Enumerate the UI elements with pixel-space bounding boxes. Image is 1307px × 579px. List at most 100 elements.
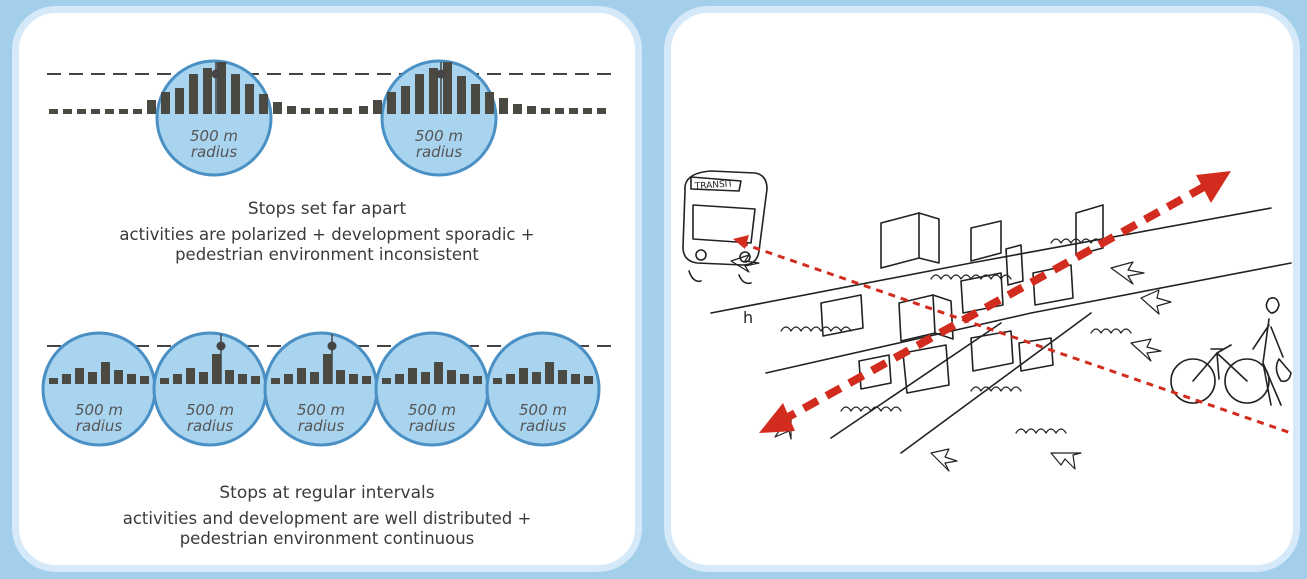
- density-bar: [173, 374, 182, 384]
- radius-label: 500 m: [415, 127, 463, 145]
- density-bar: [408, 368, 417, 384]
- density-bar: [473, 376, 482, 384]
- radius-label: 500 m: [519, 401, 567, 419]
- bottom-caption: Stops at regular intervals activities an…: [19, 483, 635, 549]
- density-bar: [359, 106, 368, 114]
- density-bar: [273, 102, 282, 114]
- density-bar: [362, 376, 371, 384]
- density-bar: [597, 108, 606, 114]
- density-bar: [147, 100, 156, 114]
- top-caption-line1: activities are polarized + development s…: [119, 225, 535, 244]
- arrowhead-upper-right: [1196, 171, 1231, 203]
- density-bar: [387, 92, 396, 114]
- density-bar: [101, 362, 110, 384]
- density-bar: [485, 92, 494, 114]
- density-bar: [569, 108, 578, 114]
- density-bar: [212, 354, 221, 384]
- density-bar: [49, 378, 58, 384]
- density-bar: [133, 109, 142, 114]
- density-bar: [415, 74, 424, 114]
- stop-marker: [216, 341, 226, 351]
- flow-arrow-sketches: [730, 254, 1172, 472]
- density-bar: [189, 74, 198, 114]
- density-bar: [259, 94, 268, 114]
- density-bar: [558, 370, 567, 384]
- density-bar: [225, 370, 234, 384]
- density-bar: [471, 84, 480, 114]
- density-bar: [203, 68, 212, 114]
- top-caption: Stops set far apart activities are polar…: [19, 199, 635, 265]
- density-bar: [541, 108, 550, 114]
- density-bar: [323, 354, 332, 384]
- density-bar: [199, 372, 208, 384]
- arrowhead-lower-left: [759, 403, 795, 433]
- density-bar: [301, 108, 310, 114]
- dashed-arrow-line-main: [779, 179, 1213, 425]
- radius-label: 500 m: [190, 127, 238, 145]
- density-bar: [336, 370, 345, 384]
- density-bar: [349, 374, 358, 384]
- density-bar: [231, 74, 240, 114]
- density-bar: [287, 106, 296, 114]
- density-bar: [245, 84, 254, 114]
- density-bar: [91, 109, 100, 114]
- bus-sketch: [682, 170, 768, 285]
- density-bar: [284, 374, 293, 384]
- radius-label: 500 m: [408, 401, 456, 419]
- radius-label: 500 m: [186, 401, 234, 419]
- density-bar: [238, 374, 247, 384]
- density-bar: [329, 108, 338, 114]
- radius-label: radius: [416, 143, 463, 161]
- radius-label: radius: [187, 417, 234, 435]
- density-bar: [421, 372, 430, 384]
- density-bar: [161, 92, 170, 114]
- stop-marker: [436, 69, 446, 79]
- density-bar: [583, 108, 592, 114]
- stop-marker: [327, 341, 337, 351]
- density-bar: [499, 98, 508, 114]
- density-bar: [527, 106, 536, 114]
- bottom-caption-line2: pedestrian environment continuous: [179, 529, 475, 548]
- neighbourhood-sketch: TRANSIT h: [682, 170, 1292, 472]
- density-bar: [77, 109, 86, 114]
- density-bar: [119, 109, 128, 114]
- density-bar: [532, 372, 541, 384]
- density-bar: [555, 108, 564, 114]
- density-bar: [545, 362, 554, 384]
- sketch-letter: h: [743, 308, 753, 327]
- density-bar: [373, 100, 382, 114]
- density-bar: [493, 378, 502, 384]
- dashed-arrow-line-cross: [740, 241, 1292, 435]
- density-bar: [584, 376, 593, 384]
- street-sketch-panel: TRANSIT h: [664, 6, 1300, 572]
- density-bar: [49, 109, 58, 114]
- arrowhead-left: [733, 235, 749, 249]
- density-bar: [271, 378, 280, 384]
- density-bar: [382, 378, 391, 384]
- density-bar: [186, 368, 195, 384]
- density-bar: [297, 368, 306, 384]
- radius-label: radius: [298, 417, 345, 435]
- density-bar: [429, 68, 438, 114]
- density-bar: [88, 372, 97, 384]
- density-bar: [343, 108, 352, 114]
- corridor-arrows: [733, 171, 1292, 435]
- density-bar: [251, 376, 260, 384]
- radius-label: radius: [76, 417, 123, 435]
- building-sketches: [820, 204, 1104, 394]
- top-caption-title: Stops set far apart: [247, 199, 407, 219]
- radius-label: radius: [520, 417, 567, 435]
- density-bar: [315, 108, 324, 114]
- radius-label: radius: [409, 417, 456, 435]
- density-bar: [175, 88, 184, 114]
- density-bar: [434, 362, 443, 384]
- density-bar: [62, 374, 71, 384]
- cyclist-sketch: [1170, 297, 1292, 406]
- density-bar: [160, 378, 169, 384]
- radius-label: 500 m: [75, 401, 123, 419]
- density-bar: [401, 86, 410, 114]
- density-bar: [217, 62, 226, 114]
